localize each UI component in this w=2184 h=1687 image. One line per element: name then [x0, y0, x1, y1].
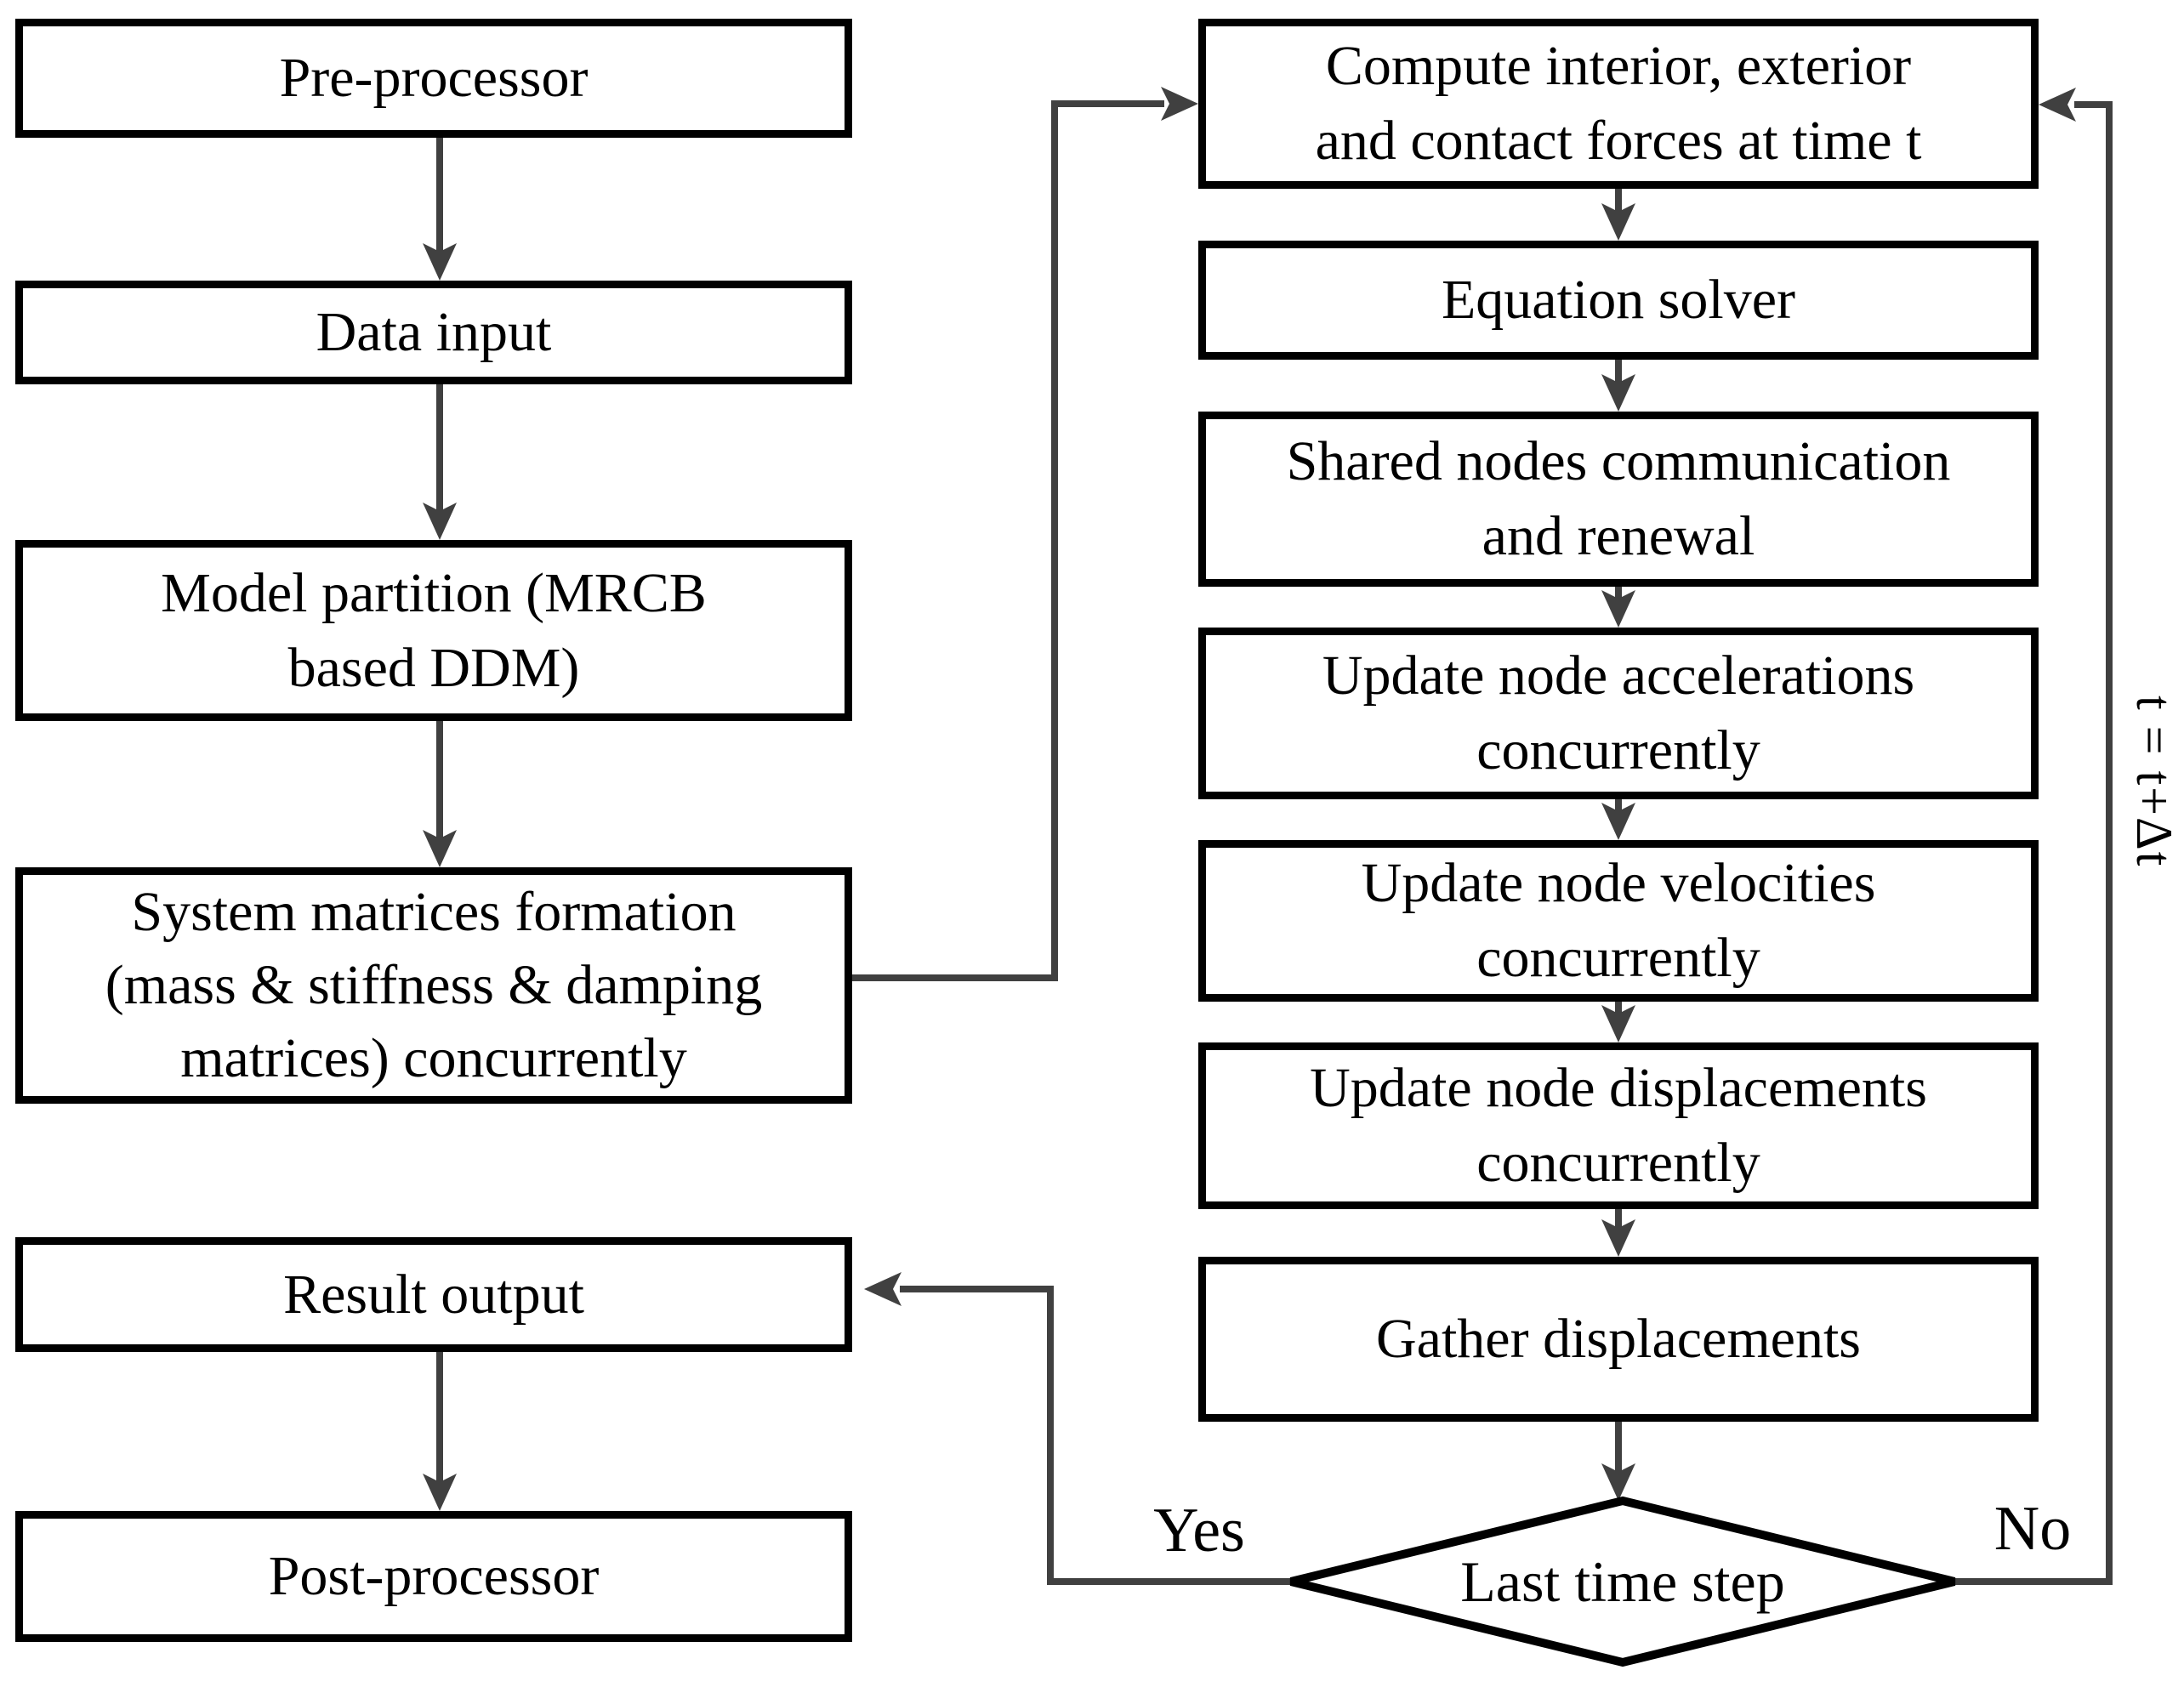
arrowhead: [1601, 1005, 1635, 1042]
decision-diamond: [1289, 1496, 1956, 1667]
node-update-accelerations: Update node accelerations concurrently: [1198, 628, 2039, 799]
arrowhead: [423, 243, 457, 281]
arrowhead: [423, 1474, 457, 1511]
arrowhead: [1161, 87, 1198, 121]
arrowhead: [1601, 1219, 1635, 1257]
connector-systemmatrices-compute: [852, 100, 1164, 981]
edge-label-no: No: [1993, 1493, 2072, 1564]
arrowhead: [1601, 374, 1635, 412]
edge-label-yes: Yes: [1153, 1495, 1245, 1565]
edge-label-time-update: t = t+Δt: [2126, 696, 2182, 868]
node-equation-solver: Equation solver: [1198, 241, 2039, 360]
arrowhead: [1601, 803, 1635, 840]
node-result-output: Result output: [15, 1237, 852, 1352]
connector-yes-resultoutput: [900, 1286, 1291, 1585]
arrowhead: [1601, 203, 1635, 241]
arrowhead: [864, 1272, 901, 1306]
arrowhead: [423, 503, 457, 540]
connector-no-feedback: [1954, 101, 2113, 1585]
node-compute-forces: Compute interior, exterior and contact f…: [1198, 19, 2039, 189]
arrowhead: [2039, 88, 2076, 122]
arrowhead: [1601, 590, 1635, 628]
node-system-matrices: System matrices formation (mass & stiffn…: [15, 867, 852, 1104]
node-gather-displacements: Gather displacements: [1198, 1257, 2039, 1422]
node-post-processor: Post-processor: [15, 1511, 852, 1642]
node-pre-processor: Pre-processor: [15, 19, 852, 138]
arrowhead: [423, 830, 457, 867]
node-data-input: Data input: [15, 281, 852, 384]
node-shared-nodes: Shared nodes communication and renewal: [1198, 412, 2039, 587]
node-model-partition: Model partition (MRCB based DDM): [15, 540, 852, 721]
node-update-velocities: Update node velocities concurrently: [1198, 840, 2039, 1002]
arrowhead: [1601, 1463, 1635, 1501]
node-update-displacements: Update node displacements concurrently: [1198, 1042, 2039, 1209]
decision-label: Last time step: [1460, 1548, 1785, 1614]
